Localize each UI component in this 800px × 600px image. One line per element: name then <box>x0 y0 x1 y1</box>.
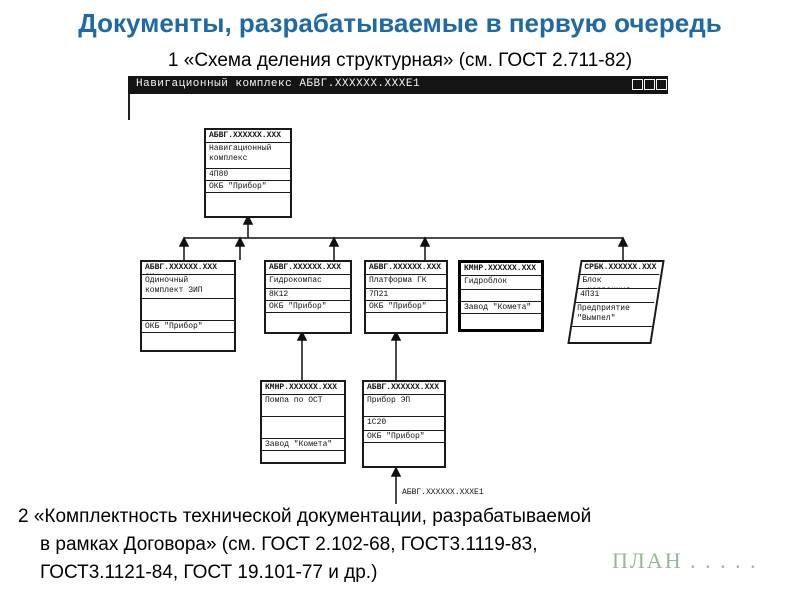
node-l2-correction: СРБК.XXXXXX.XXX Блок «коррекция» 4П31 Пр… <box>567 260 665 344</box>
node-maker: ОКБ "Прибор" <box>366 300 446 312</box>
node-l2-gyrocompass: АБВГ.XXXXXX.XXX Гидрокомпас 8К12 ОКБ "Пр… <box>264 260 352 334</box>
node-l2-zip: АБВГ.XXXXXX.XXX ЗИ Одиночный комплект ЗИ… <box>140 260 236 352</box>
node-code: СРБК.XXXXXX.XXX <box>584 263 657 272</box>
node-maker: Предприятие "Вымпел" <box>574 302 655 326</box>
node-maker: Завод "Комета" <box>461 301 541 313</box>
node-code: АБВГ.XXXXXX.XXX <box>367 383 440 392</box>
node-empty-cell <box>266 312 350 330</box>
node-name: Блок «коррекция» <box>579 274 660 288</box>
node-index: 8К12 <box>266 288 350 300</box>
node-maker: Завод "Комета" <box>262 438 344 450</box>
node-maker: ОКБ "Прибор" <box>266 300 350 312</box>
node-l2-hydroblock: КМНР.XXXXXX.XXX Гидроблок Завод "Комета" <box>458 260 544 332</box>
background-watermark: ПЛАН . . . . . <box>612 548 758 573</box>
structure-scheme: Навигационный комплекс АБВГ.XXXXXX.XXXЕ1 <box>128 76 668 504</box>
slide-title: Документы, разрабатываемые в первую очер… <box>78 8 722 38</box>
node-code: КМНР.XXXXXX.XXX <box>464 264 537 273</box>
node-index: 4П31 <box>577 288 658 302</box>
node-name: Гидроблок <box>461 275 541 289</box>
arrow-l3-2 <box>390 330 402 341</box>
scheme-window-titlebar: Навигационный комплекс АБВГ.XXXXXX.XXXЕ1 <box>128 76 668 94</box>
node-empty-cell <box>461 313 541 327</box>
arrow-l2-4 <box>419 236 431 247</box>
paragraph-2-line-2: в рамках Договора» (см. ГОСТ 2.102-68, Г… <box>40 534 538 555</box>
node-name: Платформа ГК <box>366 274 446 288</box>
node-name: Навигационный комплекс <box>206 142 290 168</box>
node-code: АБВГ.XXXXXX.XXX ЗИ <box>145 263 218 274</box>
maximize-icon <box>644 79 655 90</box>
node-index: 4П80 <box>206 168 290 180</box>
node-l3-pump: КМНР.XXXXXX.XXX Помпа по ОСТ Завод "Коме… <box>260 380 346 464</box>
node-empty-cell <box>262 450 344 462</box>
node-empty-cell <box>366 312 446 330</box>
close-icon <box>656 79 667 90</box>
node-maker: ОКБ "Прибор" <box>206 180 290 192</box>
scheme-bottom-reference: АБВГ.XXXXXX.XXXЕ1 <box>402 488 484 497</box>
paragraph-2-line-1: 2 «Комплектность технической документаци… <box>18 506 592 527</box>
node-index: 1С20 <box>364 416 444 430</box>
arrow-bottom <box>390 466 402 477</box>
node-l3-device-ep: АБВГ.XXXXXX.XXX Прибор ЭП 1С20 ОКБ "Приб… <box>362 380 446 468</box>
node-empty-cell <box>364 442 444 466</box>
node-root: АБВГ.XXXXXX.XXX Навигационный комплекс 4… <box>204 128 292 218</box>
node-code: АБВГ.XXXXXX.XXX <box>209 131 282 140</box>
node-name: Помпа по ОСТ <box>262 394 344 416</box>
node-index <box>142 298 234 320</box>
arrow-l2-1 <box>178 236 190 247</box>
arrow-root <box>242 214 254 225</box>
arrow-l3-1 <box>296 330 308 341</box>
node-l2-platform: АБВГ.XXXXXX.XXX Платформа ГК 7П21 ОКБ "П… <box>364 260 448 334</box>
slide-subtitle: 1 «Схема деления структурная» (см. ГОСТ … <box>167 50 633 71</box>
node-index <box>461 289 541 301</box>
node-maker: ОКБ "Прибор" <box>364 430 444 442</box>
node-name: Одиночный комплект ЗИП <box>142 274 234 298</box>
node-name: Гидрокомпас <box>266 274 350 288</box>
node-empty-cell <box>206 192 290 216</box>
scheme-connectors <box>178 214 629 504</box>
arrow-l2-5 <box>617 236 629 247</box>
arrow-l2-2 <box>234 236 246 247</box>
node-maker: ОКБ "Прибор" <box>142 320 234 332</box>
node-code: КМНР.XXXXXX.XXX <box>265 383 338 392</box>
scheme-left-rule <box>128 94 130 120</box>
paragraph-2-line-3: ГОСТ3.1121-84, ГОСТ 19.101-77 и др.) <box>40 562 378 583</box>
scheme-window-title: Навигационный комплекс АБВГ.XXXXXX.XXXЕ1 <box>136 78 421 90</box>
minimize-icon <box>632 79 643 90</box>
node-name: Прибор ЭП <box>364 394 444 416</box>
node-empty-cell <box>569 326 653 340</box>
node-index <box>262 416 344 438</box>
node-empty-cell <box>142 332 234 348</box>
arrow-l2-3 <box>328 236 340 247</box>
node-code: АБВГ.XXXXXX.XXX <box>369 263 442 272</box>
node-index: 7П21 <box>366 288 446 300</box>
node-code: АБВГ.XXXXXX.XXX <box>269 263 342 272</box>
